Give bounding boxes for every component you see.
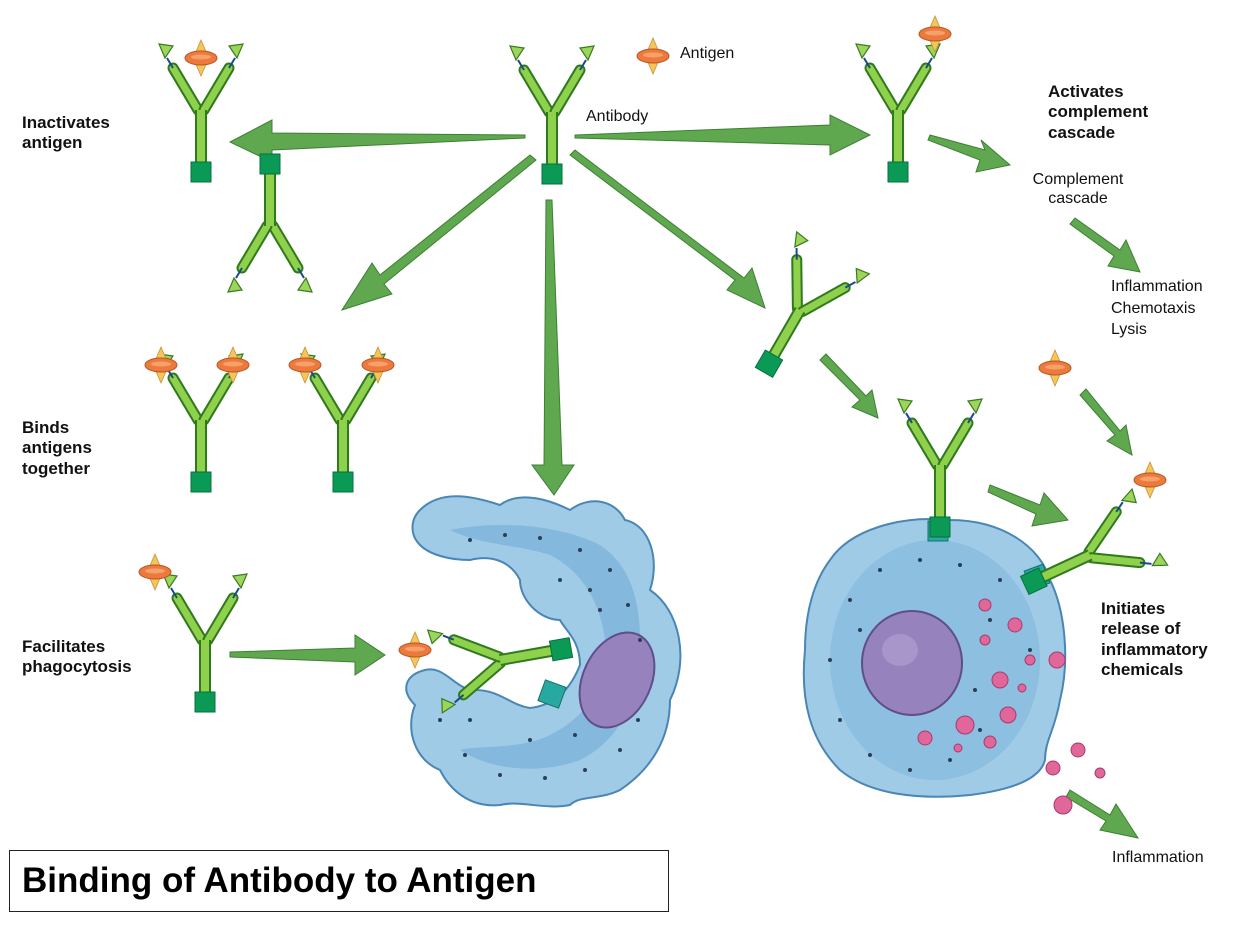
complement-line-2: cascade (1048, 190, 1108, 208)
facilitates-line-2: phagocytosis (22, 657, 132, 677)
antibody-free (728, 232, 870, 394)
inflammation-label: Inflammation (1112, 849, 1204, 866)
binds-line-1: Binds (22, 418, 70, 437)
arrow-to-binds (340, 154, 537, 311)
complement-cascade-label: Complement cascade (1017, 170, 1139, 208)
antigen-inactivated (184, 39, 218, 77)
effect-chemotaxis: Chemotaxis (1111, 299, 1196, 317)
antigen-legend-label: Antigen (680, 45, 735, 62)
binds-antigens-label: Binds antigens together (22, 418, 92, 479)
arrow-mast-crosslink (987, 484, 1069, 527)
activates-complement-label: Activates complement cascade (1048, 82, 1148, 143)
activates-line-1: Activates (1048, 82, 1124, 101)
initiates-release-label: Initiates release of inflammatory chemic… (1101, 599, 1208, 681)
arrow-to-phagocytosis (531, 199, 575, 496)
facilitates-phagocytosis-label: Facilitates phagocytosis (22, 637, 132, 678)
arrow-antigen-down (1079, 388, 1133, 456)
antigen-binds-2 (216, 346, 250, 384)
effect-inflammation: Inflammation (1111, 278, 1203, 295)
inactivates-line-2: antigen (22, 133, 83, 153)
activates-line-2: complement (1048, 102, 1149, 122)
arrow-to-complement (574, 114, 872, 156)
antigen-phago-bound (398, 631, 432, 669)
binds-line-2: antigens (22, 438, 92, 458)
inactivates-antigen-label: Inactivates antigen (22, 113, 110, 154)
arrow-cascade2 (1069, 217, 1141, 273)
arrow-phago-in (229, 634, 386, 676)
antibody-label: Antibody (586, 108, 649, 125)
antibody-complement (856, 44, 940, 182)
inactivates-line-1: Inactivates (22, 113, 110, 132)
arrows (228, 114, 1141, 839)
antibody-binds-right (301, 354, 385, 492)
arrow-cascade1 (927, 134, 1012, 173)
activates-line-3: cascade (1048, 122, 1116, 142)
effect-lysis: Lysis (1111, 321, 1147, 339)
phagocyte-cell (405, 495, 682, 808)
initiates-line-2: release of (1101, 619, 1181, 639)
antigen-legend (636, 37, 670, 75)
title-box: Binding of Antibody to Antigen (9, 850, 669, 912)
facilitates-line-1: Facilitates (22, 637, 106, 656)
arrow-to-inactivates (228, 119, 526, 163)
antigen-mast (1133, 461, 1167, 499)
arrow-inflammation (1065, 789, 1140, 839)
binds-line-3: together (22, 458, 90, 478)
initiates-line-1: Initiates (1101, 599, 1166, 618)
antibody-mast-1 (898, 399, 982, 537)
antibody-binds-top (228, 154, 312, 292)
initiates-line-3: inflammatory (1101, 639, 1208, 659)
complement-line-1: Complement (1032, 171, 1124, 188)
diagram-title: Binding of Antibody to Antigen (22, 861, 537, 900)
initiates-line-4: chemicals (1101, 660, 1184, 680)
cascade-effects-label: Inflammation Chemotaxis Lysis (1111, 276, 1203, 341)
arrow-to-mast-antibody (569, 149, 766, 309)
antibody-phagocytosis (163, 574, 247, 712)
antigen-complement (918, 15, 952, 53)
antigen-phagocytosis (138, 553, 172, 591)
arrow-mast-down (819, 353, 879, 419)
antigen-free (1038, 349, 1072, 387)
